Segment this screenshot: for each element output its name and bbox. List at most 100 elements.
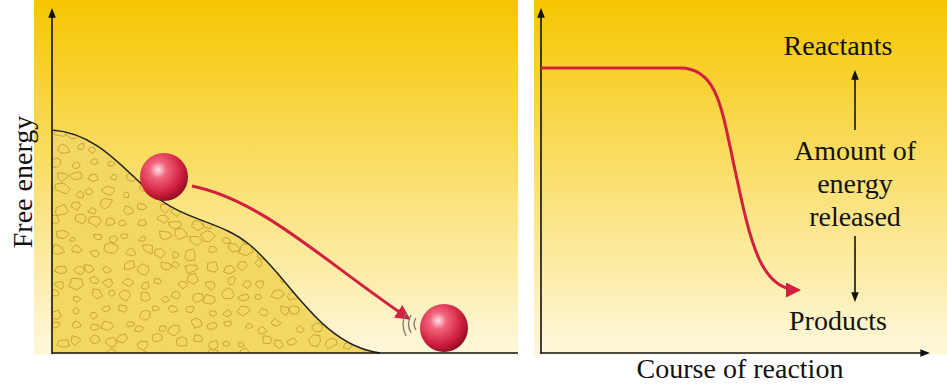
- pebble: [260, 233, 270, 242]
- pebble: [72, 162, 80, 169]
- pebble: [311, 356, 320, 363]
- pebble: [271, 290, 285, 299]
- pebble: [255, 281, 263, 289]
- pebble: [101, 321, 113, 330]
- right-panel: [534, 0, 947, 355]
- pebble: [106, 138, 121, 149]
- pebble: [304, 202, 317, 211]
- pebble: [58, 173, 68, 182]
- pebble: [294, 357, 303, 363]
- pebble: [255, 174, 265, 181]
- pebble: [312, 265, 323, 275]
- pebble: [109, 127, 118, 133]
- pebble: [168, 221, 181, 229]
- pebble: [85, 265, 95, 274]
- pebble: [237, 294, 249, 301]
- pebble: [188, 201, 200, 209]
- pebble: [71, 202, 81, 211]
- pebble: [360, 159, 370, 167]
- pebble: [93, 234, 101, 239]
- pebble: [243, 281, 252, 289]
- pebble: [206, 160, 216, 167]
- pebble: [70, 354, 77, 362]
- pebble: [90, 159, 98, 165]
- pebble: [72, 245, 82, 252]
- pebble: [139, 236, 146, 241]
- pebble: [105, 337, 116, 346]
- hill: [52, 130, 380, 353]
- pebble: [326, 145, 339, 155]
- pebble: [330, 305, 343, 312]
- energy-label: Amount of energy released: [780, 134, 930, 233]
- pebble: [208, 205, 216, 211]
- pebble: [376, 340, 388, 348]
- pebble: [78, 143, 84, 150]
- pebble: [279, 126, 289, 133]
- x-axis: [52, 352, 518, 354]
- pebble: [349, 221, 358, 227]
- pebble: [152, 333, 162, 341]
- pebble: [119, 290, 130, 301]
- pebble: [138, 220, 147, 226]
- pebble: [90, 335, 100, 344]
- pebble: [276, 233, 287, 243]
- pebble: [86, 129, 96, 136]
- pebble: [371, 277, 386, 288]
- pebble: [302, 155, 314, 164]
- pebble: [155, 249, 166, 258]
- pebble: [321, 205, 332, 214]
- pebble: [246, 324, 254, 329]
- pebble: [312, 216, 318, 223]
- pebble: [307, 142, 315, 149]
- pebble: [142, 129, 153, 138]
- pebble: [292, 215, 302, 225]
- pebble: [168, 325, 180, 335]
- pebble: [224, 188, 234, 195]
- pebble: [381, 231, 390, 239]
- pebble: [152, 306, 159, 311]
- pebble: [209, 310, 216, 316]
- pebble: [124, 206, 134, 215]
- pebble: [279, 206, 291, 214]
- pebble: [161, 262, 171, 270]
- axis-label: Free energy: [6, 116, 39, 248]
- pebble: [109, 290, 116, 296]
- pebble: [227, 173, 234, 180]
- pebble: [320, 276, 332, 283]
- pebble: [191, 318, 202, 328]
- pebble: [54, 183, 70, 194]
- pebble: [339, 356, 351, 366]
- pebble: [69, 278, 83, 290]
- pebble: [222, 237, 231, 243]
- pebble: [225, 127, 235, 136]
- pebble: [330, 188, 342, 195]
- hill-texture: [50, 126, 390, 366]
- pebble: [85, 188, 93, 195]
- pebble: [292, 282, 304, 292]
- pebble: [348, 246, 357, 251]
- pebble: [345, 187, 353, 193]
- pebble: [331, 354, 339, 360]
- axis-label: Course of reaction: [637, 352, 844, 385]
- motion-lines: [403, 313, 416, 336]
- pebble: [263, 162, 272, 169]
- pebble: [141, 292, 150, 301]
- pebble: [375, 187, 387, 194]
- pebble: [341, 297, 350, 304]
- pebble: [59, 356, 69, 363]
- pebble: [329, 171, 336, 178]
- pebble: [76, 191, 83, 198]
- pebble: [255, 294, 262, 299]
- pebble: [348, 140, 356, 146]
- pebble: [141, 282, 149, 290]
- pebble: [378, 175, 385, 180]
- pebble: [223, 341, 230, 346]
- pebble: [207, 323, 218, 330]
- pebble: [280, 251, 288, 258]
- pebble: [264, 206, 273, 212]
- pebble: [157, 146, 165, 152]
- pebble: [122, 279, 134, 287]
- pebble: [71, 336, 81, 346]
- pebble: [140, 310, 151, 320]
- pebble: [259, 309, 269, 316]
